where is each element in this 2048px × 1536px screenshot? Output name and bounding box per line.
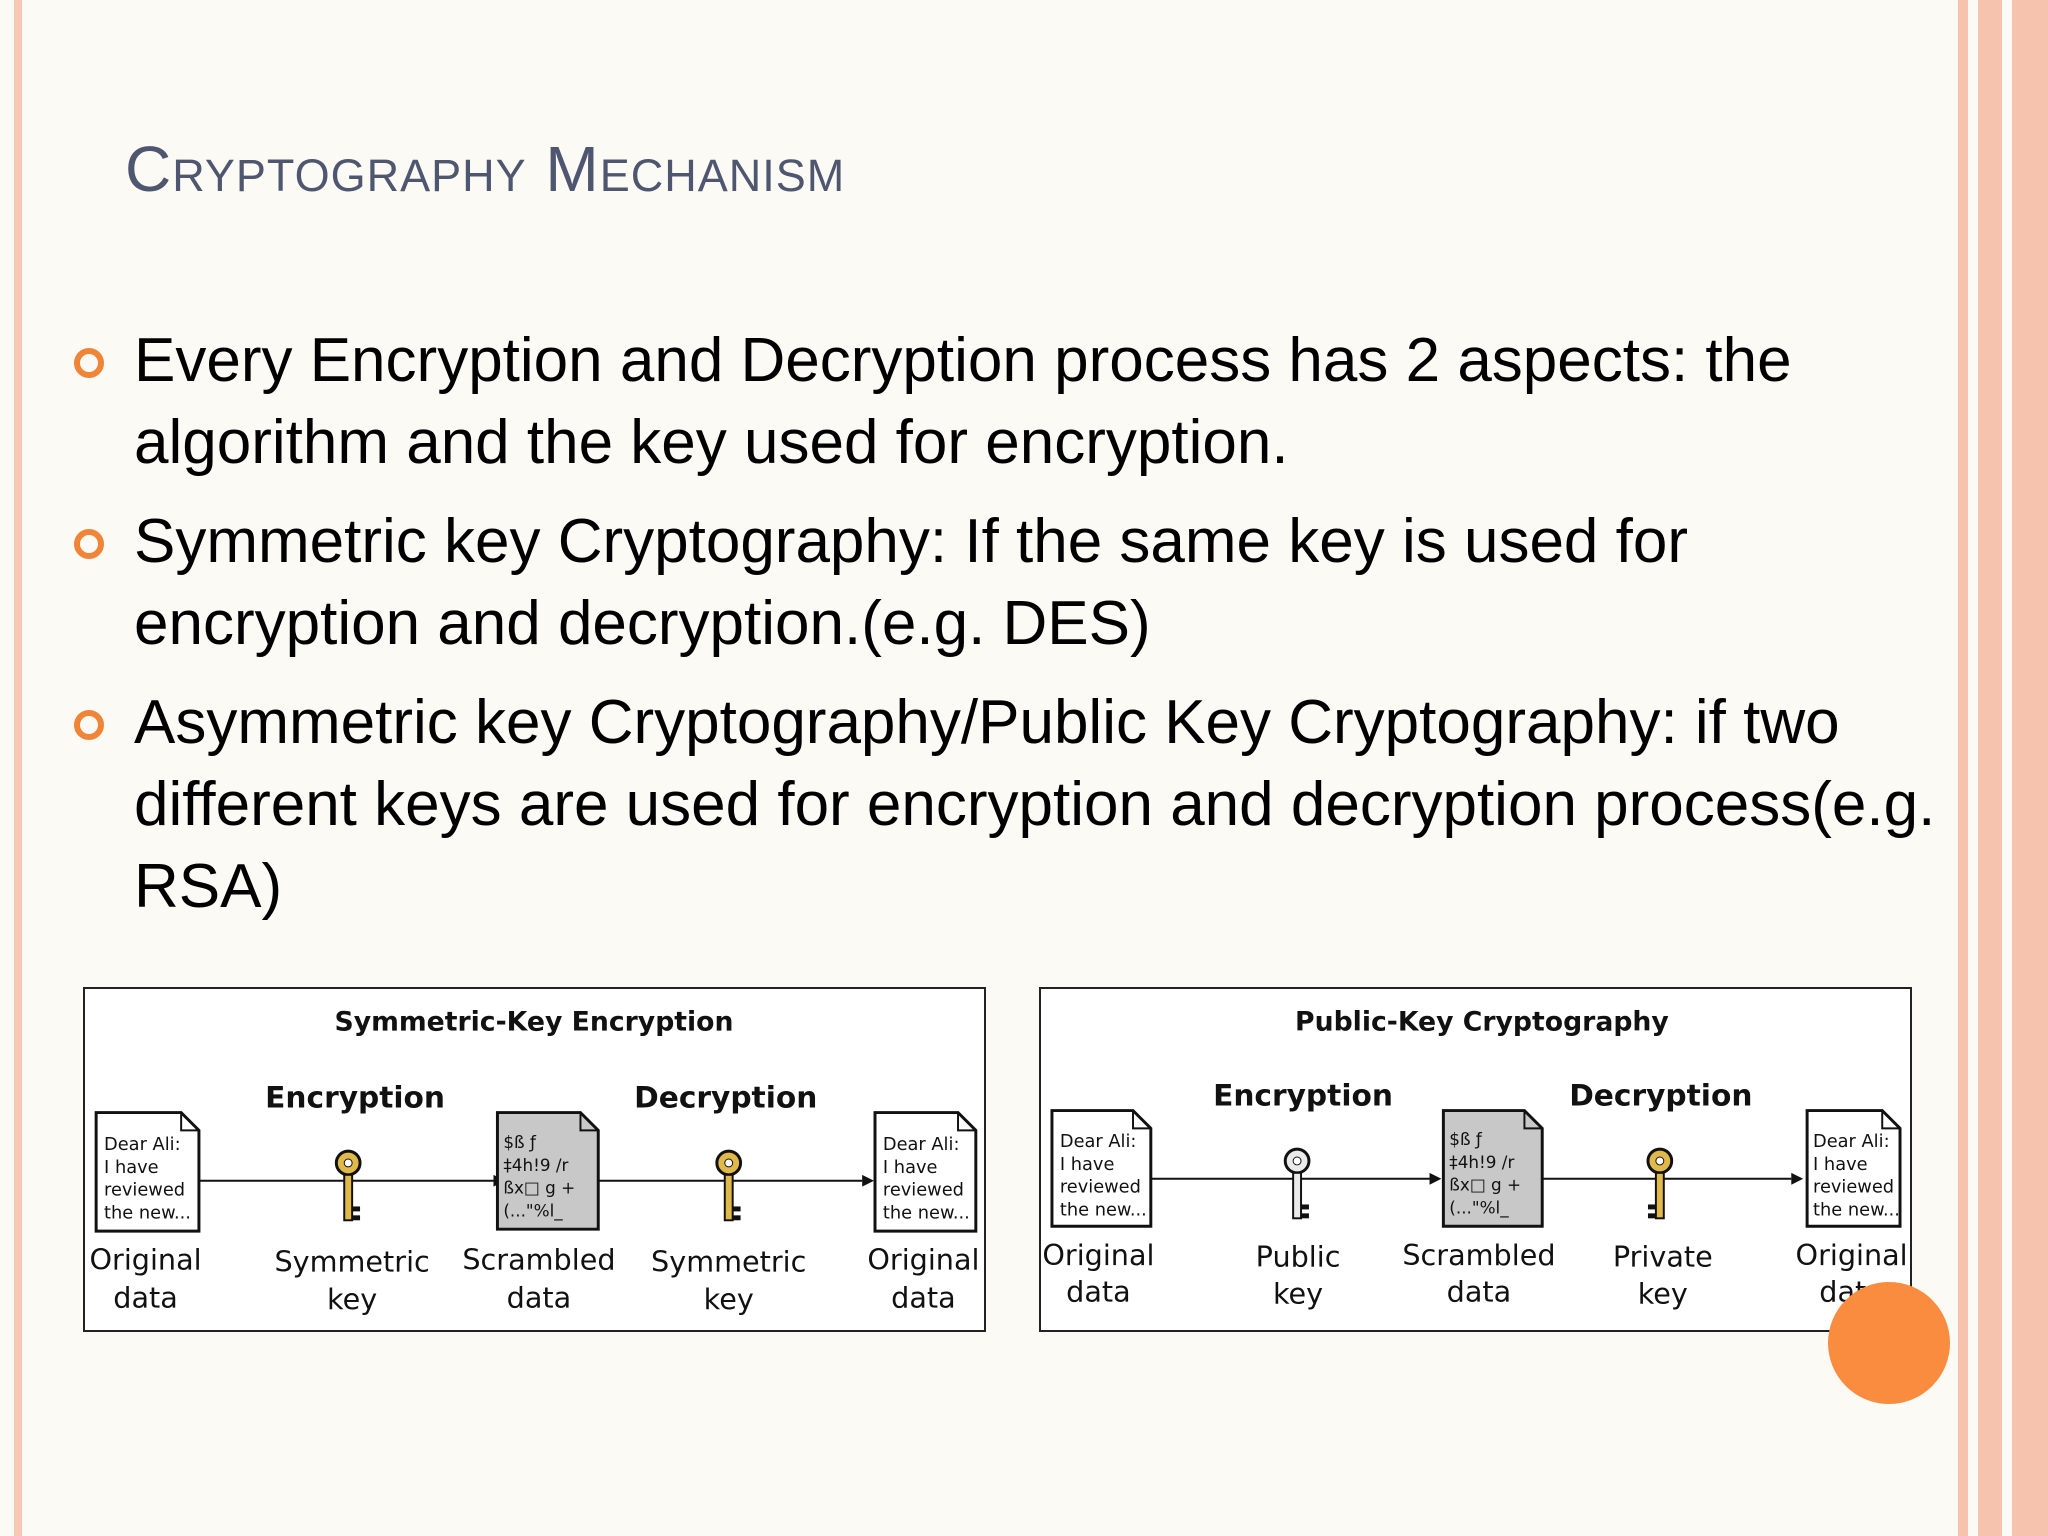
document-icon: Dear Ali: I have reviewed the new... xyxy=(1805,1109,1902,1228)
scrambled-line: ßx□ g + xyxy=(503,1178,575,1198)
caption-private-key: key xyxy=(1638,1276,1688,1310)
caption-symmetric-key: key xyxy=(327,1282,377,1316)
doc-line: reviewed xyxy=(1060,1177,1141,1198)
symmetric-key-diagram: Symmetric-Key Encryption Encryption Decr… xyxy=(83,987,986,1332)
caption-original-data: data xyxy=(113,1280,178,1314)
encryption-label: Encryption xyxy=(1213,1078,1393,1113)
right-accent-stripe xyxy=(2012,0,2048,1536)
scrambled-document-icon: $ß ƒ ‡4h!9 /r ßx□ g + (..."%l_ xyxy=(495,1111,600,1231)
caption-scrambled-data: data xyxy=(507,1280,572,1314)
decryption-label: Decryption xyxy=(634,1080,817,1115)
public-key-icon xyxy=(1283,1147,1311,1220)
doc-line: reviewed xyxy=(883,1180,964,1201)
key-icon xyxy=(715,1149,743,1222)
caption-public-key: Public xyxy=(1256,1240,1341,1274)
scrambled-line: (..."%l_ xyxy=(1449,1197,1509,1218)
ring-bullet-icon xyxy=(74,710,104,740)
decryption-label: Decryption xyxy=(1569,1078,1752,1113)
caption-symmetric-key: key xyxy=(704,1282,754,1316)
doc-line: I have xyxy=(1060,1154,1115,1175)
document-icon: Dear Ali: I have reviewed the new... xyxy=(873,1111,978,1233)
caption-original-data: Original xyxy=(1042,1238,1154,1272)
doc-line: the new... xyxy=(1060,1199,1147,1220)
bullet-item: Asymmetric key Cryptography/Public Key C… xyxy=(70,682,1960,928)
caption-public-key: key xyxy=(1273,1276,1323,1310)
caption-original-data: Original xyxy=(867,1243,979,1277)
public-key-diagram: Public-Key Cryptography Encryption Decry… xyxy=(1039,987,1912,1332)
diagram-title: Public-Key Cryptography xyxy=(1295,1007,1669,1038)
bullet-list: Every Encryption and Decryption process … xyxy=(70,320,1960,945)
bullet-text: Symmetric key Cryptography: If the same … xyxy=(134,507,1688,658)
caption-scrambled-data: Scrambled xyxy=(462,1243,615,1277)
caption-scrambled-data: data xyxy=(1447,1274,1512,1308)
caption-symmetric-key: Symmetric xyxy=(274,1245,429,1279)
doc-line: I have xyxy=(883,1157,938,1178)
slide-title: Cryptography Mechanism xyxy=(125,133,846,205)
ring-bullet-icon xyxy=(74,529,104,559)
scrambled-line: ßx□ g + xyxy=(1449,1175,1521,1195)
scrambled-line: $ß ƒ xyxy=(1449,1129,1483,1149)
doc-line: Dear Ali: xyxy=(104,1134,181,1155)
key-icon xyxy=(334,1149,362,1222)
encryption-label: Encryption xyxy=(265,1080,445,1115)
doc-line: I have xyxy=(104,1157,159,1178)
doc-line: reviewed xyxy=(1813,1177,1894,1198)
doc-line: reviewed xyxy=(104,1180,185,1201)
left-accent-rule xyxy=(14,0,22,1536)
arrow-head-icon xyxy=(862,1174,875,1187)
symmetric-key-diagram-svg: Symmetric-Key Encryption Encryption Decr… xyxy=(89,1007,979,1317)
doc-line: the new... xyxy=(104,1202,191,1223)
ring-bullet-icon xyxy=(74,348,104,378)
document-icon: Dear Ali: I have reviewed the new... xyxy=(1050,1109,1153,1228)
caption-original-data: data xyxy=(891,1280,956,1314)
right-accent-stripe xyxy=(1978,0,2002,1536)
doc-line: I have xyxy=(1813,1154,1868,1175)
doc-line: Dear Ali: xyxy=(1813,1131,1890,1152)
caption-original-data: Original xyxy=(1796,1238,1908,1272)
scrambled-line: (..."%l_ xyxy=(503,1200,563,1221)
caption-original-data: Original xyxy=(89,1243,201,1277)
diagram-title: Symmetric-Key Encryption xyxy=(334,1007,733,1038)
doc-line: the new... xyxy=(1813,1199,1900,1220)
private-key-icon xyxy=(1646,1147,1674,1220)
caption-private-key: Private xyxy=(1613,1240,1713,1274)
document-icon: Dear Ali: I have reviewed the new... xyxy=(94,1111,201,1233)
scrambled-line: ‡4h!9 /r xyxy=(503,1155,568,1175)
scrambled-document-icon: $ß ƒ ‡4h!9 /r ßx□ g + (..."%l_ xyxy=(1441,1109,1544,1228)
arrow-head-icon xyxy=(1429,1172,1442,1185)
caption-original-data: data xyxy=(1066,1274,1131,1308)
doc-line: the new... xyxy=(883,1202,970,1223)
bullet-text: Asymmetric key Cryptography/Public Key C… xyxy=(134,688,1936,921)
caption-symmetric-key: Symmetric xyxy=(651,1245,806,1279)
bullet-item: Every Encryption and Decryption process … xyxy=(70,320,1960,484)
doc-line: Dear Ali: xyxy=(883,1134,960,1155)
arrow-head-icon xyxy=(1791,1172,1804,1185)
scrambled-line: $ß ƒ xyxy=(503,1132,537,1152)
doc-line: Dear Ali: xyxy=(1060,1131,1137,1152)
public-key-diagram-svg: Public-Key Cryptography Encryption Decry… xyxy=(1042,1007,1908,1311)
decorative-orange-circle xyxy=(1828,1282,1950,1404)
bullet-item: Symmetric key Cryptography: If the same … xyxy=(70,501,1960,665)
right-accent-stripe xyxy=(1958,0,1968,1536)
bullet-text: Every Encryption and Decryption process … xyxy=(134,326,1792,477)
caption-scrambled-data: Scrambled xyxy=(1402,1238,1555,1272)
scrambled-line: ‡4h!9 /r xyxy=(1449,1152,1514,1172)
